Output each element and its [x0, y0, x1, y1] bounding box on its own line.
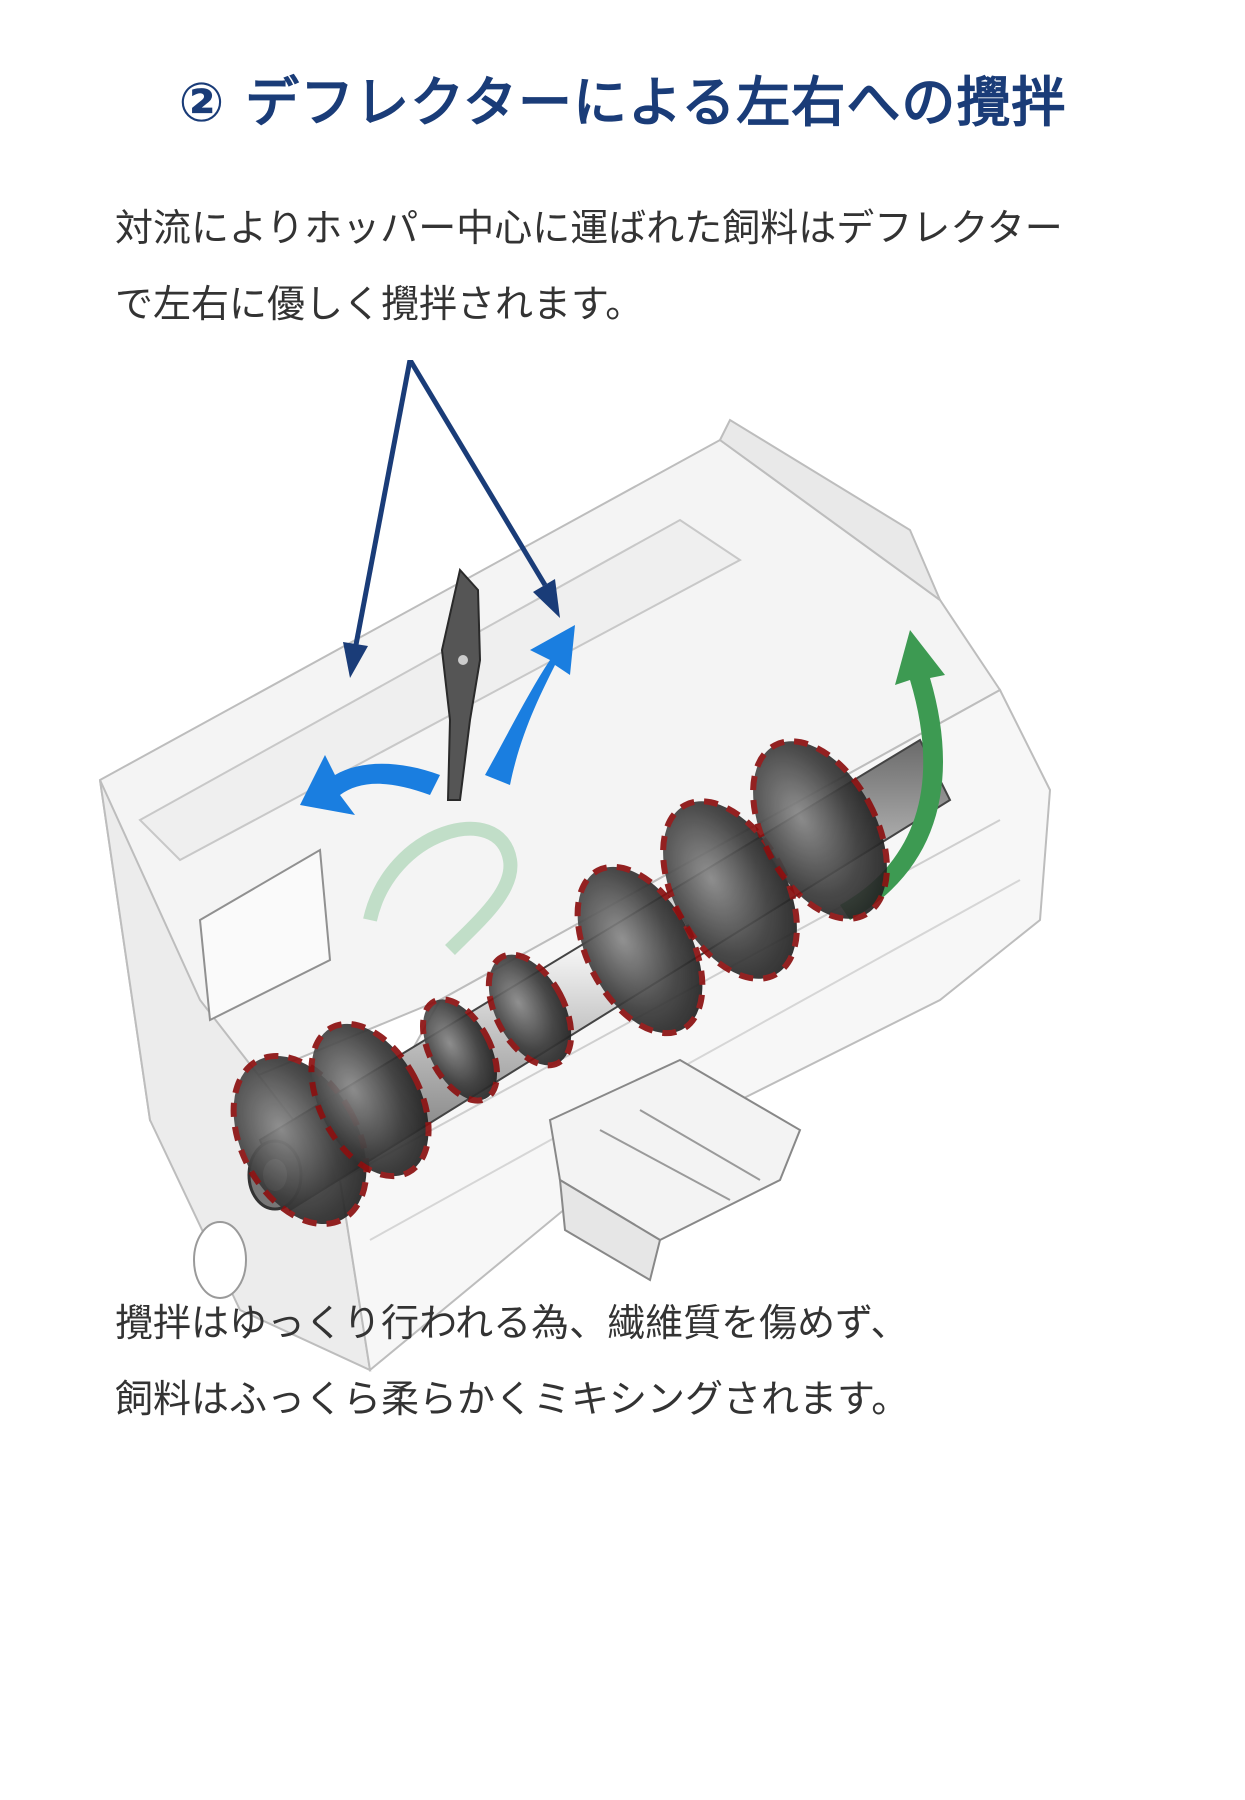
- page-title: ② デフレクターによる左右への攪拌: [178, 71, 1067, 134]
- rotation-arrow-faint: [363, 821, 518, 955]
- deflector-plate: [440, 567, 482, 801]
- intro-line-1: 対流によりホッパー中心に運ばれた飼料はデフレクター: [115, 206, 1063, 250]
- hopper-illustration: [98, 360, 1052, 1372]
- auger-flight: [485, 951, 575, 1069]
- hopper-body: [98, 418, 1052, 1372]
- auger-flight: [420, 996, 500, 1104]
- auger-flight: [308, 1020, 432, 1180]
- outro-line-2: 飼料はふっくら柔らかくミキシングされます。: [115, 1377, 910, 1421]
- pointer-arrows: [343, 360, 560, 678]
- intro-paragraph: 対流によりホッパー中心に運ばれた飼料はデフレクター で左右に優しく攪拌されます。: [115, 190, 1175, 342]
- auger-flight: [750, 738, 890, 922]
- deflect-arrows: [300, 625, 575, 815]
- intro-line-2: で左右に優しく攪拌されます。: [115, 282, 644, 326]
- auger-flights: [230, 738, 890, 1228]
- outro-line-1: 攪拌はゆっくり行われる為、繊維質を傷めず、: [115, 1301, 909, 1345]
- outro-paragraph: 攪拌はゆっくり行われる為、繊維質を傷めず、 飼料はふっくら柔らかくミキシングされ…: [115, 1285, 1175, 1437]
- rotation-arrow: [840, 630, 945, 920]
